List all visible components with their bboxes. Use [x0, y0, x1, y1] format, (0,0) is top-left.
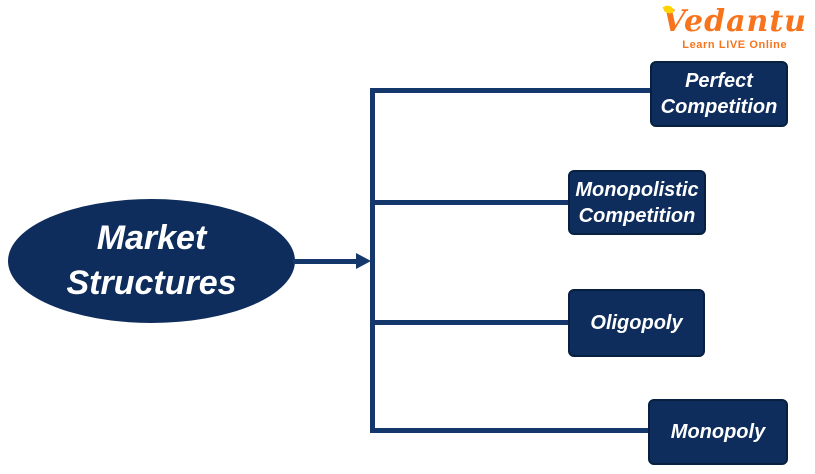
connector-branch-oligopoly	[370, 320, 570, 325]
connector-branch-monopolistic-competition	[370, 200, 570, 205]
arrowhead-right-icon	[356, 253, 371, 269]
logo-tagline: Learn LIVE Online	[682, 39, 788, 51]
node-label: Monopolistic Competition	[575, 178, 699, 227]
node-perfect-competition: Perfect Competition	[650, 61, 788, 127]
node-label: Oligopoly	[590, 312, 683, 334]
root-node-label: Market Structures	[66, 219, 237, 302]
logo-brand-label: Vedantu	[662, 4, 807, 39]
root-node-market-structures: Market Structures	[8, 199, 295, 323]
vedantu-logo: Vedantu Learn LIVE Online	[662, 3, 807, 51]
node-monopolistic-competition: Monopolistic Competition	[568, 170, 706, 235]
connector-branch-monopoly	[370, 428, 650, 433]
logo-brand-text: Vedantu	[662, 3, 807, 39]
node-label: Monopoly	[670, 421, 766, 443]
node-label: Perfect Competition	[660, 70, 778, 118]
connector-branch-perfect-competition	[370, 88, 652, 93]
connector-root-to-trunk	[293, 259, 358, 264]
node-oligopoly: Oligopoly	[568, 289, 705, 357]
node-monopoly: Monopoly	[648, 399, 788, 465]
connector-trunk	[370, 88, 375, 433]
